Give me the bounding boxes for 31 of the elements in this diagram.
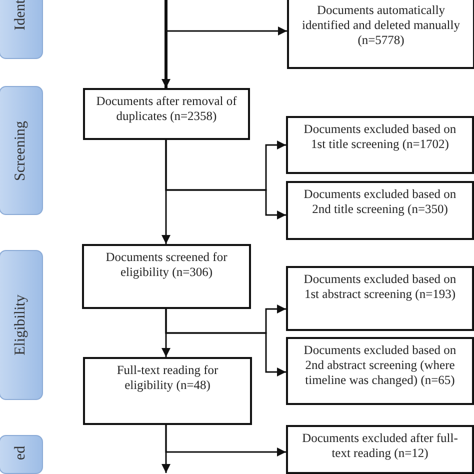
arrow bbox=[162, 425, 170, 473]
stage-label: ed bbox=[12, 446, 30, 460]
box-text: Documents screened for eligibility (n=306) bbox=[104, 250, 228, 280]
box-text: Documents excluded based on 2nd abstract screening (where timeline was changed) (n=65) bbox=[302, 343, 458, 388]
process-box bbox=[286, 337, 474, 405]
box-text: Documents excluded based on 1st abstract screening (n=193) bbox=[302, 272, 458, 302]
box-text: Documents excluded after full-text reading (n=12) bbox=[301, 431, 459, 461]
process-box bbox=[82, 244, 251, 309]
stage-band bbox=[0, 250, 43, 400]
box-text: Documents after removal of duplicates (n=2358) bbox=[95, 94, 238, 124]
stage-label: Ident bbox=[12, 0, 30, 30]
stage-label: Eligibility bbox=[12, 294, 30, 356]
arrow bbox=[166, 26, 287, 36]
arrow bbox=[165, 140, 286, 220]
box-text: Documents excluded based on 2nd title screening (n=350) bbox=[302, 187, 458, 217]
box-text: Full-text reading for eligibility (n=48) bbox=[116, 363, 220, 393]
stage-band bbox=[0, 86, 43, 215]
process-box bbox=[83, 357, 252, 425]
arrow bbox=[162, 0, 170, 88]
box-text: Documents automatically identified and deleted manually (n=5778) bbox=[301, 3, 461, 48]
process-box bbox=[286, 181, 474, 240]
box-text: Documents excluded based on 1st title screening (n=1702) bbox=[302, 122, 458, 152]
process-box bbox=[287, 0, 474, 69]
stage-band bbox=[0, 435, 43, 474]
stage-band bbox=[0, 0, 43, 59]
process-box bbox=[286, 425, 474, 474]
process-box bbox=[83, 88, 250, 140]
arrow bbox=[165, 309, 286, 376]
stage-label: Screening bbox=[12, 120, 30, 180]
process-box bbox=[286, 266, 474, 331]
process-box bbox=[286, 116, 474, 174]
